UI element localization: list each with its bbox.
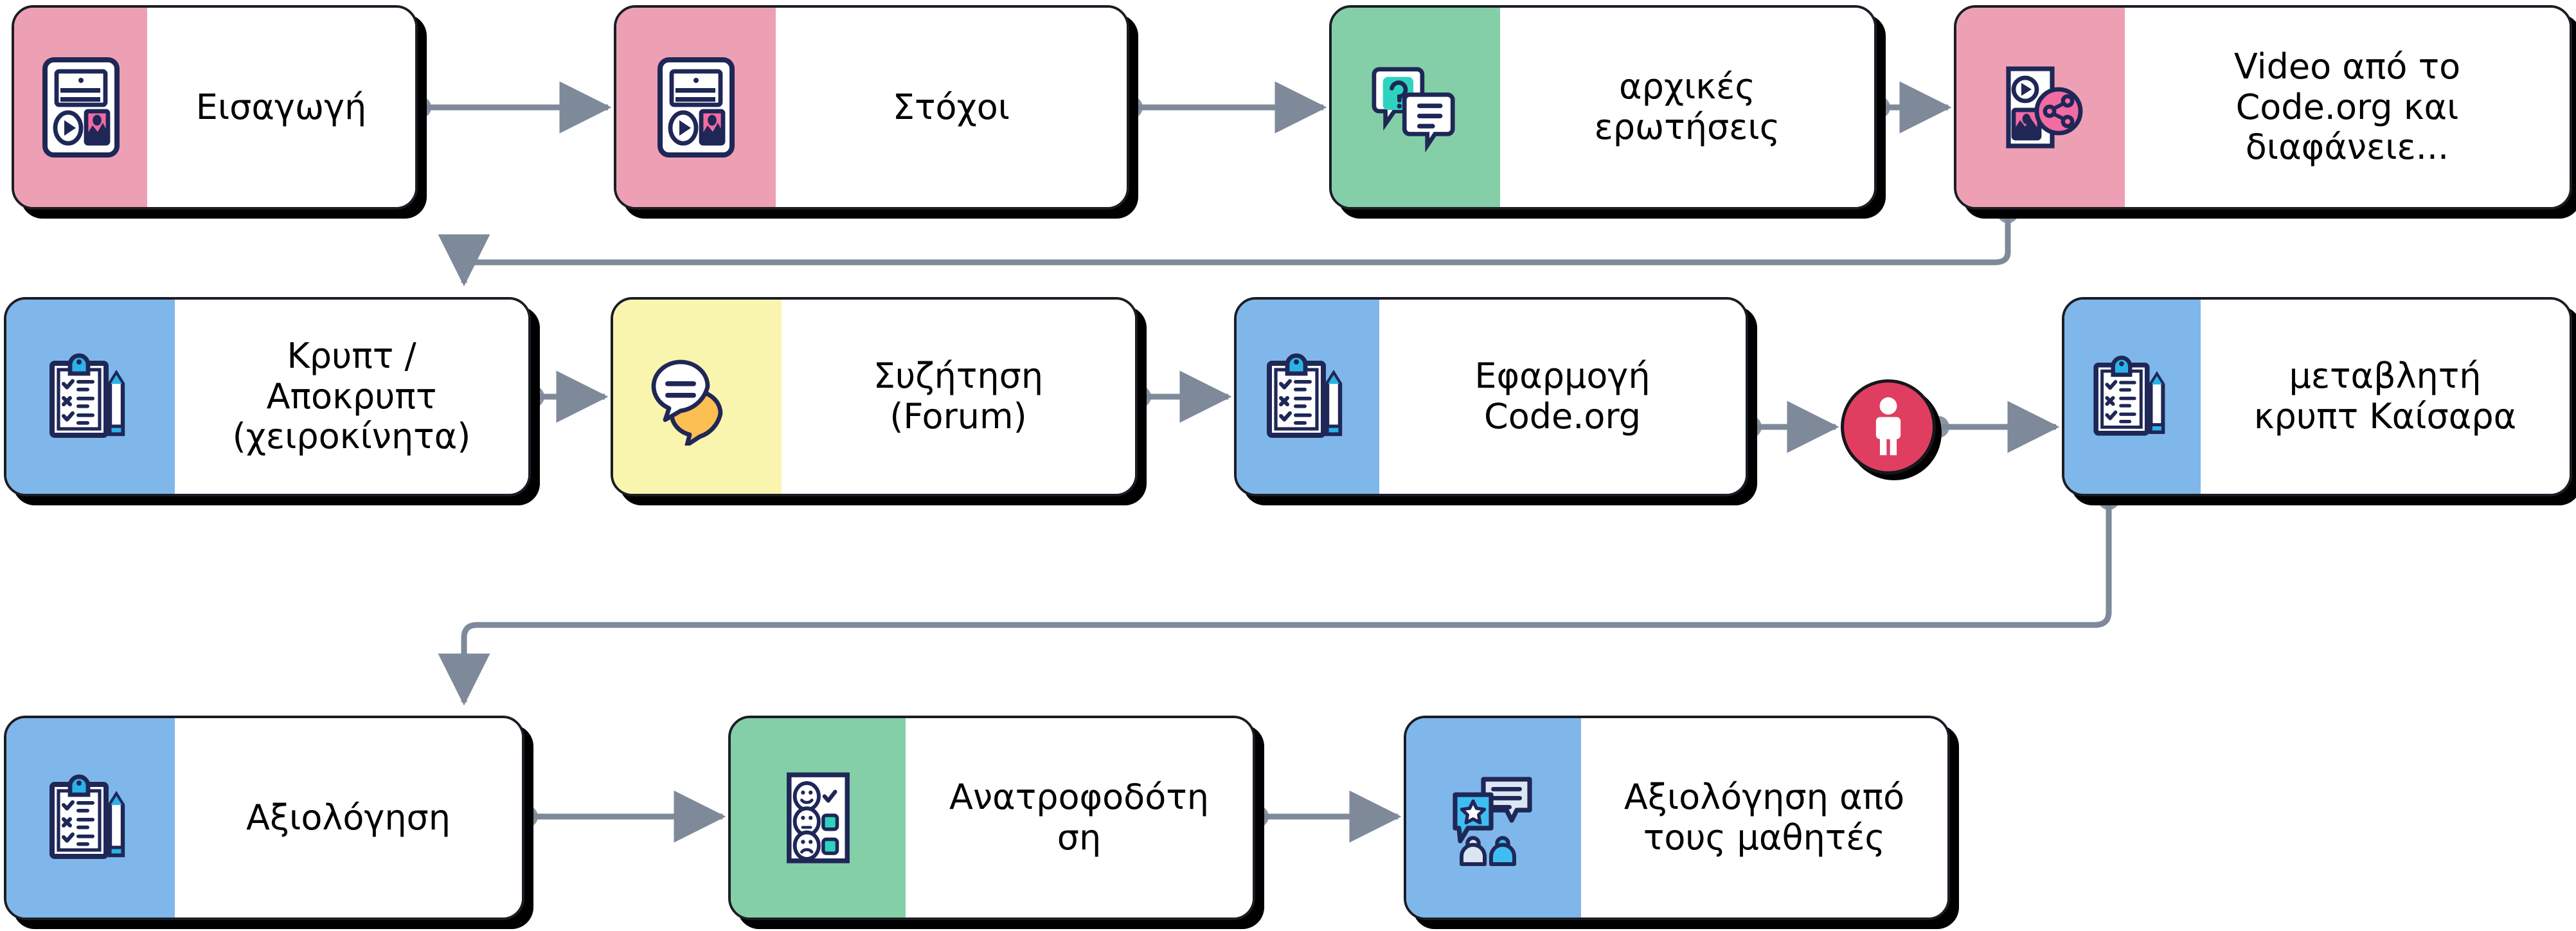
clipboard-pencil-icon bbox=[2086, 350, 2179, 443]
survey-feedback-icon bbox=[780, 766, 856, 869]
clipboard-pencil-icon bbox=[42, 348, 139, 446]
node-axiologisi-mathites[interactable]: Αξιολόγηση από τους μαθητές bbox=[1404, 716, 1950, 920]
node-axiologisi-label: Αξιολόγηση bbox=[246, 797, 451, 838]
node-video-codeorg-label: Video από το Code.org και διαφάνειε... bbox=[2233, 46, 2461, 168]
node-axiologisi[interactable]: Αξιολόγηση bbox=[4, 716, 524, 920]
node-video-codeorg-icon-pane bbox=[1956, 8, 2125, 207]
node-stoxoi-label-pane: Στόχοι bbox=[776, 8, 1127, 207]
edge-eisagogi-stoxoi bbox=[409, 81, 612, 134]
node-video-codeorg-label-pane: Video από το Code.org και διαφάνειε... bbox=[2125, 8, 2570, 207]
node-syzitisi-forum[interactable]: Συζήτηση (Forum) bbox=[611, 297, 1138, 496]
presentation-media-icon bbox=[655, 56, 737, 159]
edge-anatrofodotisi-mathites bbox=[1247, 790, 1402, 843]
edge-actor-metavliti bbox=[1928, 401, 2060, 453]
presentation-media-icon bbox=[40, 56, 122, 159]
node-axiologisi-mathites-label-pane: Αξιολόγηση από τους μαθητές bbox=[1581, 718, 1947, 917]
node-metavliti-kaisara[interactable]: μεταβλητή κρυπτ Καίσαρα bbox=[2062, 297, 2572, 496]
node-krypt-apokrypt-label-pane: Κρυπτ / Αποκρυπτ (χειροκίνητα) bbox=[175, 300, 528, 494]
question-chat-icon bbox=[1368, 59, 1464, 156]
node-arxikes-erotiseis-icon-pane bbox=[1332, 8, 1500, 207]
node-metavliti-kaisara-icon-pane bbox=[2064, 300, 2201, 494]
node-eisagogi-icon-pane bbox=[14, 8, 147, 207]
node-anatrofodotisi[interactable]: Ανατροφοδότη ση bbox=[728, 716, 1255, 920]
node-efarmogi-codeorg-label: Εφαρμογή Code.org bbox=[1474, 356, 1650, 437]
node-axiologisi-mathites-label: Αξιολόγηση από τους μαθητές bbox=[1623, 777, 1905, 858]
node-eisagogi-label: Εισαγωγή bbox=[195, 86, 367, 127]
node-video-codeorg[interactable]: Video από το Code.org και διαφάνειε... bbox=[1954, 5, 2572, 210]
node-arxikes-erotiseis-label-pane: αρχικές ερωτήσεις bbox=[1500, 8, 1874, 207]
person-icon bbox=[1865, 396, 1912, 458]
node-arxikes-erotiseis-label: αρχικές ερωτήσεις bbox=[1594, 66, 1780, 147]
node-stoxoi-icon-pane bbox=[616, 8, 776, 207]
node-eisagogi-label-pane: Εισαγωγή bbox=[147, 8, 415, 207]
node-actor-student[interactable] bbox=[1841, 379, 1936, 475]
node-axiologisi-label-pane: Αξιολόγηση bbox=[175, 718, 522, 917]
node-anatrofodotisi-label-pane: Ανατροφοδότη ση bbox=[906, 718, 1253, 917]
edge-syzitisi-efarmogi bbox=[1129, 370, 1232, 423]
node-efarmogi-codeorg[interactable]: Εφαρμογή Code.org bbox=[1234, 297, 1748, 496]
node-axiologisi-mathites-icon-pane bbox=[1406, 718, 1581, 917]
node-eisagogi[interactable]: Εισαγωγή bbox=[12, 5, 418, 210]
node-syzitisi-forum-label: Συζήτηση (Forum) bbox=[873, 356, 1044, 437]
edge-metavliti-axiologisi bbox=[438, 488, 2120, 706]
node-anatrofodotisi-icon-pane bbox=[731, 718, 906, 917]
speech-bubbles-icon bbox=[648, 348, 746, 446]
node-stoxoi-label: Στόχοι bbox=[892, 86, 1010, 127]
node-arxikes-erotiseis[interactable]: αρχικές ερωτήσεις bbox=[1329, 5, 1877, 210]
edge-axiologisi-anatrofodotisi bbox=[516, 790, 726, 843]
media-share-icon bbox=[1994, 56, 2087, 159]
node-syzitisi-forum-label-pane: Συζήτηση (Forum) bbox=[782, 300, 1135, 494]
edge-stoxoi-erotiseis bbox=[1121, 81, 1327, 134]
clipboard-pencil-icon bbox=[42, 769, 139, 867]
node-krypt-apokrypt[interactable]: Κρυπτ / Αποκρυπτ (χειροκίνητα) bbox=[4, 297, 531, 496]
node-syzitisi-forum-icon-pane bbox=[613, 300, 782, 494]
node-metavliti-kaisara-label: μεταβλητή κρυπτ Καίσαρα bbox=[2253, 356, 2517, 437]
clipboard-pencil-icon bbox=[1259, 348, 1357, 446]
node-efarmogi-codeorg-label-pane: Εφαρμογή Code.org bbox=[1379, 300, 1746, 494]
student-review-icon bbox=[1445, 769, 1543, 867]
node-stoxoi[interactable]: Στόχοι bbox=[614, 5, 1129, 210]
edge-erotiseis-video bbox=[1868, 81, 1952, 134]
node-krypt-apokrypt-label: Κρυπτ / Αποκρυπτ (χειροκίνητα) bbox=[232, 336, 471, 457]
node-anatrofodotisi-label: Ανατροφοδότη ση bbox=[949, 777, 1209, 858]
node-krypt-apokrypt-icon-pane bbox=[6, 300, 175, 494]
node-axiologisi-icon-pane bbox=[6, 718, 175, 917]
edge-efarmogi-actor bbox=[1740, 401, 1839, 453]
node-metavliti-kaisara-label-pane: μεταβλητή κρυπτ Καίσαρα bbox=[2201, 300, 2570, 494]
edge-krypt-syzitisi bbox=[523, 370, 609, 423]
node-efarmogi-codeorg-icon-pane bbox=[1237, 300, 1379, 494]
edge-video-krypt bbox=[438, 201, 2019, 287]
